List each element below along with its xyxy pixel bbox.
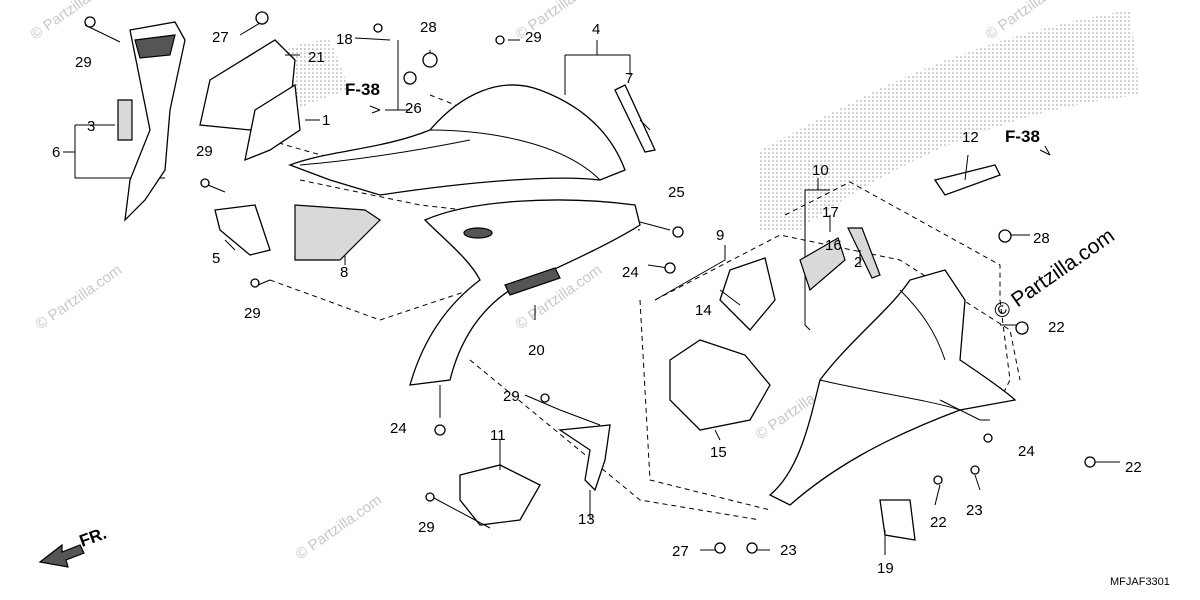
callout-number: 5 [212, 250, 220, 267]
callout-number: 14 [695, 302, 712, 319]
callout-number: 19 [877, 560, 894, 577]
reference-label: F-38 [1005, 127, 1040, 146]
callout-number: 4 [592, 21, 600, 38]
callout-number: 29 [418, 519, 435, 536]
callout-number: 24 [390, 420, 407, 437]
callout-number: 23 [966, 502, 983, 519]
callout-number: 1 [322, 112, 330, 129]
watermark: © Partzilla.com [28, 0, 121, 43]
front-arrow-icon [38, 543, 85, 568]
watermark: © Partzilla.com [33, 261, 126, 333]
callout-number: 22 [930, 514, 947, 531]
callout-number: 11 [490, 427, 506, 444]
callout-number: 26 [405, 100, 422, 117]
callouts: 29 27 21 18 28 29 4 7 26 3 6 1 29 5 8 29… [52, 19, 1142, 577]
callout-number: 23 [780, 542, 797, 559]
callout-number: 8 [340, 264, 348, 281]
callout-number: 12 [962, 129, 979, 146]
fasteners [84, 11, 1096, 554]
callout-number: 2 [854, 254, 862, 271]
callout-number: 27 [672, 543, 689, 560]
callout-number: 24 [622, 264, 639, 281]
callout-number: 22 [1125, 459, 1142, 476]
callout-number: 22 [1048, 319, 1065, 336]
reference-label: F-38 [345, 80, 380, 99]
watermark: © Partzilla.com [293, 491, 386, 563]
callout-number: 9 [716, 227, 724, 244]
part-inner-lower-panels [669, 164, 1001, 431]
part-middle-cowl [409, 199, 641, 386]
callout-number: 3 [87, 118, 95, 135]
part-side-panel-left [124, 21, 186, 222]
group-brackets [63, 40, 830, 331]
callout-number: 25 [668, 184, 685, 201]
callout-number: 6 [52, 144, 60, 161]
callout-number: 29 [196, 143, 213, 160]
callout-number: 20 [528, 342, 545, 359]
callout-number: 27 [212, 29, 229, 46]
callout-number: 29 [503, 388, 520, 405]
callout-number: 24 [1018, 443, 1035, 460]
callout-number: 13 [578, 511, 595, 528]
part-small-covers [459, 424, 916, 541]
part-upper-cowl [288, 84, 626, 196]
callout-number: 16 [825, 237, 842, 254]
direction-indicator: FR. [38, 524, 109, 568]
callout-number: 10 [812, 162, 829, 179]
callout-number: 29 [244, 305, 261, 322]
reference-arrow [369, 105, 381, 114]
part-inner-panels [117, 39, 656, 261]
reference-arrow [1039, 145, 1051, 156]
callout-number: 17 [822, 204, 839, 221]
callout-number: 18 [336, 31, 353, 48]
direction-label: FR. [77, 524, 109, 551]
callout-number: 28 [1033, 230, 1050, 247]
callout-number: 7 [625, 70, 633, 87]
callout-number: 15 [710, 444, 727, 461]
callout-number: 29 [525, 29, 542, 46]
callout-number: 21 [308, 49, 325, 66]
callout-number: 29 [75, 54, 92, 71]
diagram-code: MFJAF3301 [1110, 576, 1170, 588]
callout-number: 28 [420, 19, 437, 36]
part-lower-cowl [768, 269, 1017, 506]
